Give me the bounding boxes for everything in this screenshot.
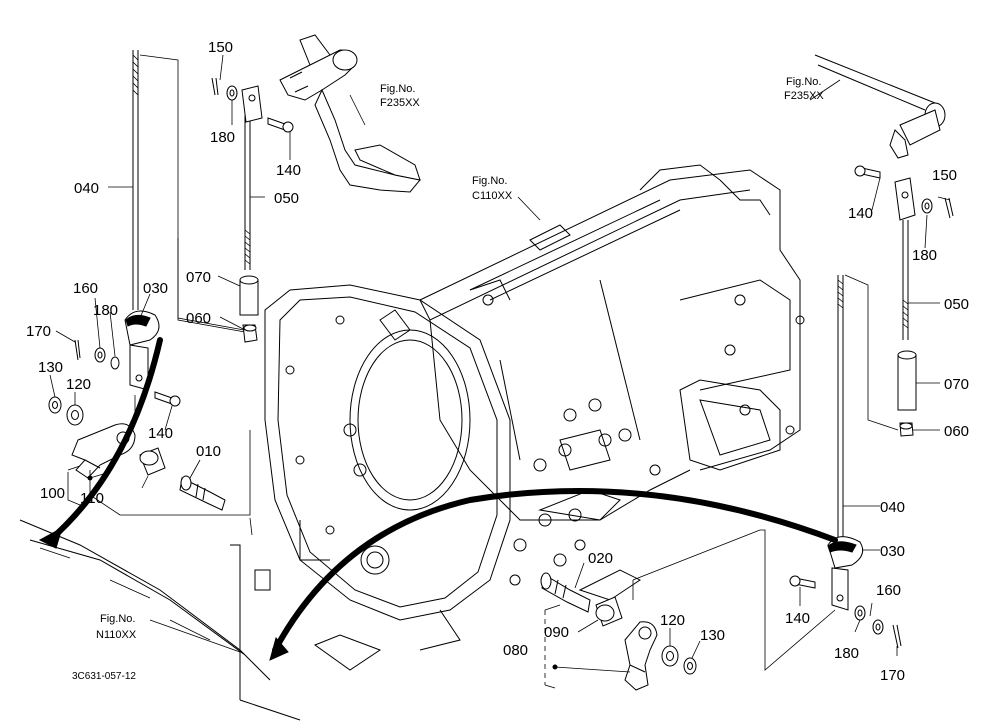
fig-ref-n110-line2: N110XX [96, 629, 137, 641]
fig-ref-f235-right-line1: Fig.No. [786, 76, 821, 88]
part-label-050-right: 050 [944, 296, 969, 313]
part-label-160: 160 [73, 280, 98, 297]
part-label-120: 120 [66, 376, 91, 393]
part-label-150: 150 [208, 39, 233, 56]
part-label-100: 100 [40, 485, 65, 502]
part-label-080: 080 [503, 642, 528, 659]
part-label-040-right: 040 [880, 499, 905, 516]
transmission-housing [419, 164, 805, 601]
clutch-housing-flange [264, 284, 511, 651]
upper-left-rod-assembly [177, 34, 421, 343]
part-label-070-right: 070 [944, 376, 969, 393]
part-label-030: 030 [143, 280, 168, 297]
part-label-060-right: 060 [944, 423, 969, 440]
right-upper-rod-assembly [632, 54, 954, 671]
part-label-170-right: 170 [880, 667, 905, 684]
fig-ref-c110-line1: Fig.No. [472, 175, 507, 187]
part-label-120-right: 120 [660, 612, 685, 629]
fig-ref-f235-left-line1: Fig.No. [380, 83, 415, 95]
drawing-code: 3C631-057-12 [72, 671, 136, 682]
part-labels: 150 180 140 050 040 070 060 160 180 030 … [26, 39, 969, 684]
part-label-020: 020 [588, 550, 613, 567]
part-label-180-right: 180 [912, 247, 937, 264]
fig-ref-f235-left-line2: F235XX [380, 97, 420, 109]
part-label-140-right: 140 [848, 205, 873, 222]
part-label-030-right: 030 [880, 543, 905, 560]
part-label-180-left: 180 [93, 302, 118, 319]
part-label-110: 110 [80, 490, 104, 507]
fig-ref-c110-line2: C110XX [472, 190, 513, 202]
leader-lines [49, 54, 951, 659]
part-label-180: 180 [210, 129, 235, 146]
part-label-140-left: 140 [148, 425, 173, 442]
part-label-150-right: 150 [932, 167, 957, 184]
part-label-170: 170 [26, 323, 51, 340]
part-label-140-right-lower: 140 [785, 610, 810, 627]
part-label-050: 050 [274, 190, 299, 207]
part-label-010: 010 [196, 443, 221, 460]
figure-references: Fig.No. F235XX Fig.No. F235XX Fig.No. C1… [72, 76, 824, 682]
assembly-arrows [38, 337, 838, 661]
floor-plate [19, 519, 382, 721]
lower-right-shaft-assembly [540, 572, 697, 691]
fig-ref-f235-right-line2: F235XX [784, 90, 824, 102]
part-label-130: 130 [38, 359, 63, 376]
part-label-180-right-lower: 180 [834, 645, 859, 662]
part-label-070: 070 [186, 269, 211, 286]
part-label-040: 040 [74, 180, 99, 197]
part-label-060: 060 [186, 310, 211, 327]
part-label-160-right: 160 [876, 582, 901, 599]
part-label-130-right: 130 [700, 627, 725, 644]
fig-ref-n110-line1: Fig.No. [100, 613, 135, 625]
part-label-140: 140 [276, 162, 301, 179]
part-label-090: 090 [544, 624, 569, 641]
